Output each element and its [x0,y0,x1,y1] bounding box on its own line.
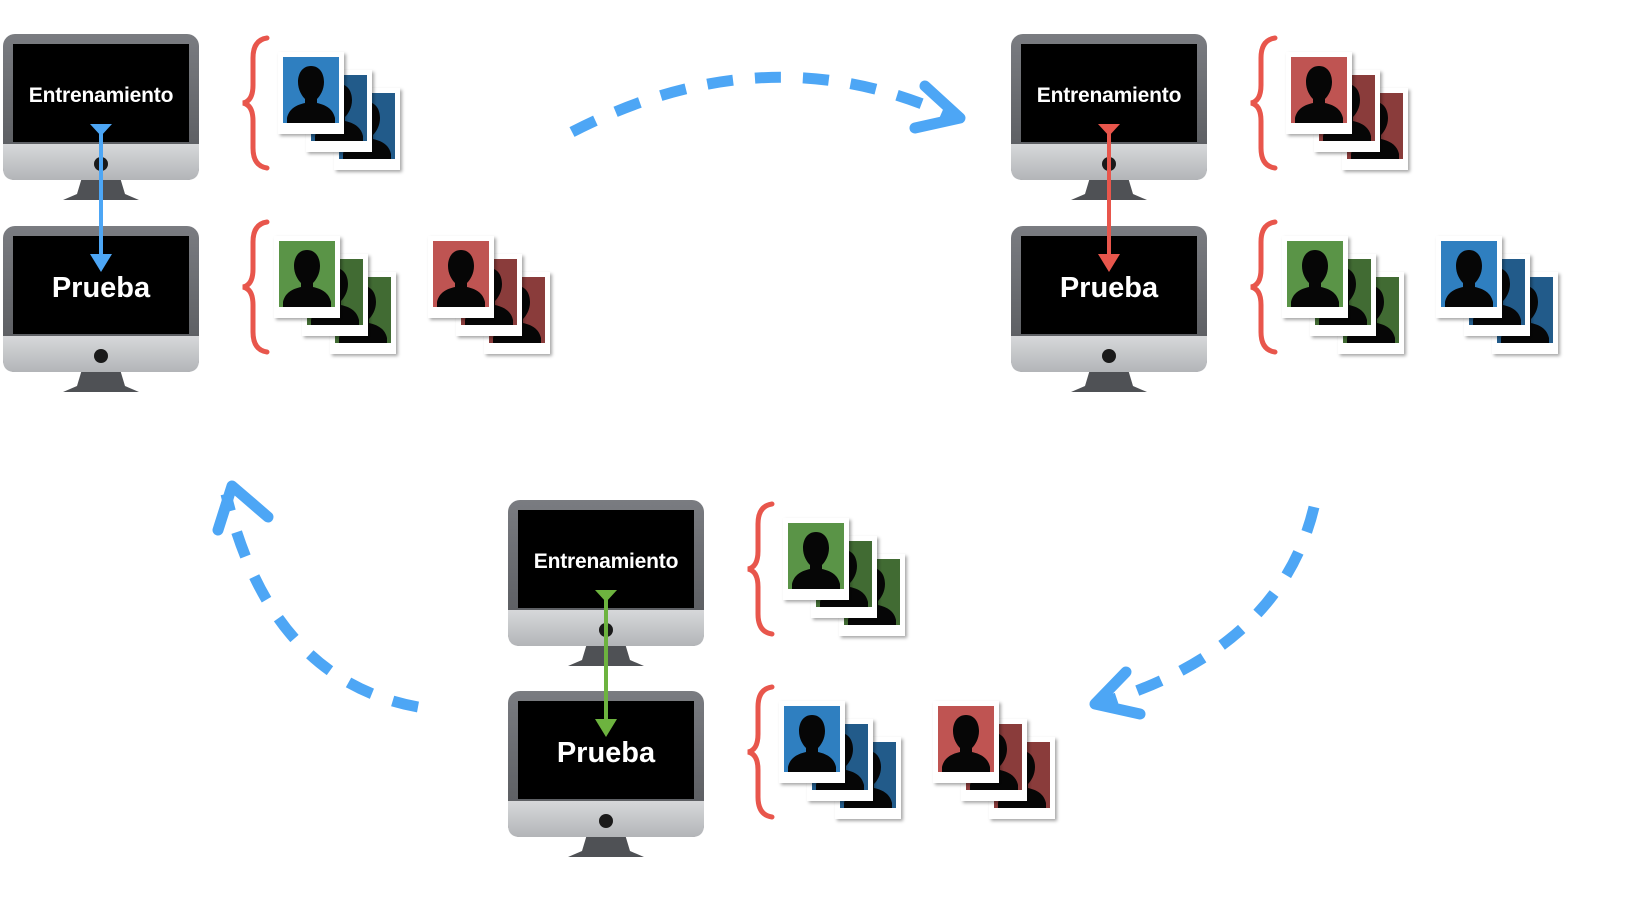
monitor-stand [1071,366,1147,392]
fold-2-connector-arrow [1098,124,1120,272]
portrait-photo [779,701,845,783]
cycle-arrow-right [1089,505,1320,720]
fold-2-test-monitor [1011,226,1207,392]
fold-1-test-stack-green [274,236,396,354]
portrait-photo [428,236,494,318]
fold-1-training-label: Entrenamiento [28,84,174,107]
portrait-photo [1286,52,1352,134]
fold-3-test-label: Prueba [556,737,656,769]
fold-2-test-stack-green [1282,236,1404,354]
connector-head [1098,254,1120,272]
portrait-photo [1282,236,1348,318]
fold-2-test-brace [1250,219,1278,355]
fold-3-training-label: Entrenamiento [533,550,679,573]
portrait-photo [274,236,340,318]
fold-2-test-label: Prueba [1059,272,1159,304]
fold-1-test-stack-red [428,236,550,354]
cycle-arrow-left [212,480,419,713]
cycle-arrow-top [569,71,966,137]
fold-3-test-stack-blue [779,701,901,819]
portrait-photo [1436,236,1502,318]
fold-1-test-monitor [3,226,199,392]
fold-2-test-stack-blue [1436,236,1558,354]
dashed-curve [220,492,419,713]
fold-1-test-brace [242,219,270,355]
person-silhouette-icon [1295,66,1343,123]
arrowhead [1089,666,1146,720]
person-silhouette-icon [287,66,335,123]
fold-2-training-stack-red [1286,52,1408,170]
fold-2-training-brace [1250,35,1278,171]
person-silhouette-icon [788,715,836,772]
connector-head [595,719,617,737]
person-silhouette-icon [437,250,485,307]
portrait-photo [783,518,849,600]
monitor-button [1102,349,1116,363]
person-silhouette-icon [792,532,840,589]
monitor-button [599,814,613,828]
fold-1-training-stack-blue [278,52,400,170]
arrowhead [909,80,966,134]
fold-3-training-brace [747,501,775,637]
monitor-stand [568,831,644,857]
arrowhead [212,480,274,536]
monitor-stand [63,366,139,392]
fold-1-training-brace [242,35,270,171]
portrait-photo [278,52,344,134]
dashed-curve [569,71,958,137]
fold-1-training-monitor [3,34,199,200]
fold-2-training-monitor [1011,34,1207,200]
fold-3-connector-arrow [595,590,617,737]
portrait-photo [933,701,999,783]
fold-3-training-stack-green [783,518,905,636]
fold-2-training-label: Entrenamiento [1036,84,1182,107]
fold-1-test-label: Prueba [51,272,151,304]
fold-1-connector-arrow [90,124,112,272]
monitor-button [94,349,108,363]
person-silhouette-icon [942,715,990,772]
dashed-curve [1096,505,1320,710]
person-silhouette-icon [283,250,331,307]
fold-3-test-stack-red [933,701,1055,819]
fold-3-test-brace [747,684,775,820]
person-silhouette-icon [1291,250,1339,307]
person-silhouette-icon [1445,250,1493,307]
connector-head [90,254,112,272]
